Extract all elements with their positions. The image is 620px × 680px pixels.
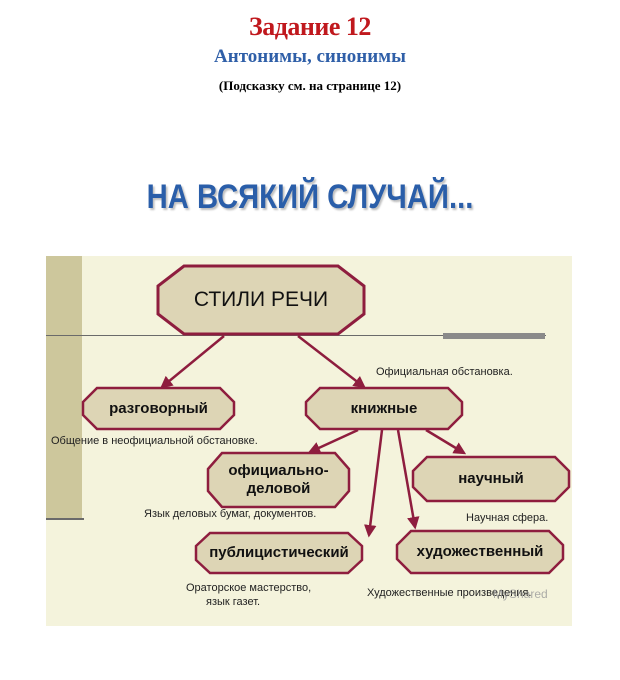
note-yazyk: Язык деловых бумаг, документов. <box>144 508 317 520</box>
node-label-line1: официально- <box>228 462 329 479</box>
arrow-knizhnye-oficialno <box>307 428 359 454</box>
node-label: художественный <box>416 543 544 560</box>
task-subtitle: Антонимы, синонимы <box>214 46 406 67</box>
headline: НА ВСЯКИЙ СЛУЧАЙ... <box>146 178 474 216</box>
node-oficialno-delovoy: официально- деловой <box>206 451 351 509</box>
task-title: Задание 12 <box>249 12 371 41</box>
note-oratorskoe-line2: язык газет. <box>206 595 261 608</box>
node-knizhnye: книжные <box>304 386 464 431</box>
arrows-layer <box>160 335 467 538</box>
node-shape <box>411 455 571 503</box>
node-razgovorny: разговорный <box>81 386 236 431</box>
node-label-line2: деловой <box>246 480 311 497</box>
arrow-knizhnye-publicistichesky <box>364 429 384 538</box>
node-shape <box>395 529 565 575</box>
note-obshchenie: Общение в неофициальной обстановке. <box>51 435 258 447</box>
node-shape <box>304 386 464 431</box>
arrow-root-razgovorny <box>160 335 225 389</box>
note-oratorskoe: Ораторское мастерство, язык газет. <box>186 582 311 610</box>
node-publicistichesky: публицистический <box>194 531 364 575</box>
node-shape <box>156 264 366 336</box>
task-hint: (Подсказку см. на странице 12) <box>218 78 402 93</box>
note-hudozh-proizv: Художественные произведения. <box>367 587 532 599</box>
note-oficialnaya: Официальная обстановка. <box>376 366 513 378</box>
node-stili-rechi: СТИЛИ РЕЧИ <box>156 264 366 336</box>
arrow-knizhnye-nauchny <box>425 428 467 455</box>
arrow-knizhnye-hudozhestvenny <box>396 429 420 530</box>
node-label: официально- деловой <box>228 462 328 498</box>
diagram-slide: СТИЛИ РЕЧИ разговорный книжные официальн… <box>46 256 572 626</box>
watermark: MyShared <box>493 587 548 601</box>
arrow-root-knizhnye <box>297 335 366 389</box>
node-nauchny: научный <box>411 455 571 503</box>
note-oratorskoe-line1: Ораторское мастерство, <box>186 582 312 594</box>
slide-side-bar <box>46 256 82 520</box>
node-shape <box>81 386 236 431</box>
node-label: разговорный <box>109 399 208 417</box>
node-label: публицистический <box>209 544 349 561</box>
accent-bar <box>443 333 545 339</box>
node-hudozhestvenny: художественный <box>395 529 565 575</box>
node-shape <box>206 451 351 509</box>
note-nauchnaya: Научная сфера. <box>466 512 549 524</box>
node-shape <box>194 531 364 575</box>
node-label: научный <box>458 470 524 487</box>
node-label: СТИЛИ РЕЧИ <box>193 288 329 312</box>
node-label: книжные <box>350 399 418 417</box>
side-bottom-line <box>46 518 84 520</box>
